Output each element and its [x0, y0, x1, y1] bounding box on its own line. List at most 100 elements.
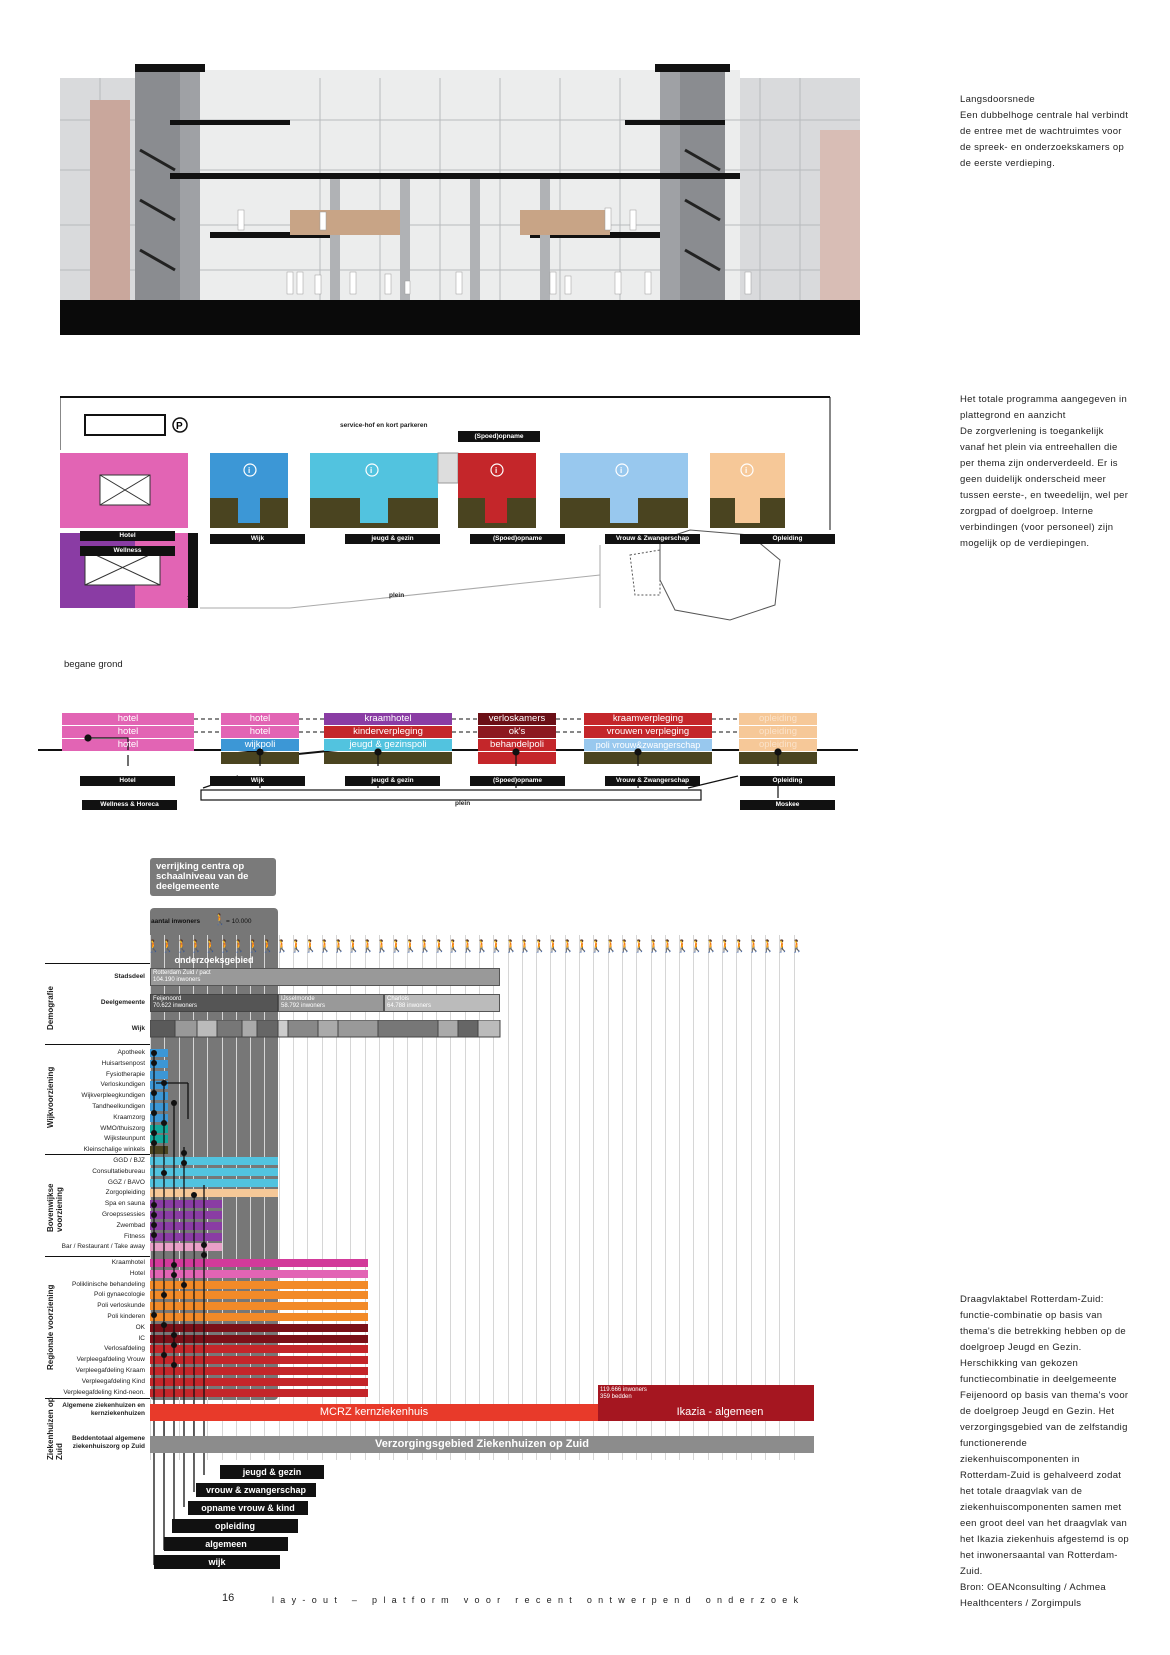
legend-opleiding: opleiding [172, 1519, 298, 1533]
person-icon: 🚶 [331, 939, 347, 953]
regio-row-label: Hotel [129, 1269, 145, 1277]
boven-row-bar [150, 1232, 222, 1241]
deelgemeente-name: Charlois [387, 996, 410, 1002]
grid-line [593, 935, 595, 1460]
grid-line [621, 935, 623, 1460]
person-icon: 🚶 [346, 939, 362, 953]
onderzoeksgebied-label: onderzoeksgebied [174, 955, 254, 965]
boven-row-label: Zorgopleiding [105, 1189, 145, 1197]
ikazia-bar [598, 1385, 814, 1421]
plan-unit-jeugd: jeugd & gezin [345, 534, 440, 544]
wijk-row-bar [150, 1124, 168, 1133]
header-box: verrijking centra op schaalniveau van de… [150, 858, 276, 896]
divider [45, 963, 150, 964]
divider [45, 1398, 150, 1399]
grid-line [493, 935, 495, 1460]
divider [45, 1044, 150, 1045]
grid-line [464, 935, 466, 1460]
person-icon: 🚶 [432, 939, 447, 953]
plan-top-label: service-hof en kort parkeren [340, 422, 428, 429]
grid-line [579, 935, 580, 1460]
grid-line [779, 935, 781, 1460]
demo-row-wijk: Wijk [131, 1025, 145, 1032]
person-icon: 🚶 [746, 939, 762, 953]
section-col4-r3: behandelpoli [490, 739, 544, 750]
person-icon: 🚶 [532, 939, 548, 953]
section-col6-r3: opleiding [758, 739, 798, 750]
wijk-row-bar [150, 1135, 168, 1144]
regio-row-label: Poli gynaecologie [94, 1291, 145, 1299]
info-icon: i [248, 466, 250, 475]
person-icon: 🚶 [703, 939, 719, 953]
person-icon: 🚶 [360, 939, 376, 953]
wijk-row-bar [150, 1146, 168, 1155]
divider [45, 1154, 150, 1155]
deelgemeente-name: IJsselmonde [281, 996, 315, 1002]
caption-plan-body: De zorgverlening is toegankelijk vanaf h… [960, 426, 1129, 549]
regio-row-bar [150, 1269, 368, 1278]
section-drawing [60, 60, 860, 350]
person-icon: 🚶 [632, 939, 648, 953]
person-icon: 🚶 [689, 939, 705, 953]
regio-row-label: Verlosafdeling [104, 1345, 145, 1353]
parking-icon: P [176, 421, 183, 432]
regio-row-label: Verpleegafdeling Kraam [75, 1367, 145, 1374]
person-icon: 🚶 [546, 939, 562, 953]
plan-unit-opleiding: Opleiding [740, 534, 835, 544]
grid-line [350, 935, 352, 1460]
legend-vrouw: vrouw & zwangerschap [196, 1483, 316, 1497]
section-col2-r2: hotel [249, 726, 271, 737]
section-col3-r3: jeugd & gezinspoli [349, 739, 427, 750]
boven-row-label: Consultatiebureau [92, 1167, 145, 1175]
regio-row-label: OK [135, 1323, 145, 1331]
section-col3-r2: kinderverpleging [353, 726, 423, 737]
grid-line [521, 935, 523, 1460]
plan-plein-label: plein [389, 592, 405, 599]
section-label-opleiding: Opleiding [740, 776, 835, 786]
grid-line [436, 935, 437, 1460]
section-label-jeugd: jeugd & gezin [345, 776, 440, 786]
section-col1-r2: hotel [117, 726, 139, 737]
grid-line [478, 935, 480, 1460]
section-label-hotel: Hotel [80, 776, 175, 786]
wijk-row-label: Huisartsenpost [101, 1059, 145, 1067]
person-icon: 🚶 [188, 939, 204, 953]
zieken-row-bedden: Beddentotaal algemene ziekenhuiszorg op … [72, 1435, 145, 1450]
person-icon: 🚶 [575, 939, 590, 953]
grid-line [564, 935, 566, 1460]
boven-row-bar [150, 1221, 222, 1230]
boven-row-bar [150, 1167, 278, 1176]
unit-label: = 10.000 [226, 918, 252, 925]
person-icon: 🚶 [446, 939, 462, 953]
section-label-vrouw: Vrouw & Zwangerschap [605, 776, 700, 786]
person-icon: 🚶 [217, 939, 233, 953]
regio-row-label: Verpleegafdeling Vrouw [76, 1356, 145, 1364]
caption-table-title: Draagvlaktabel Rotterdam-Zuid: [960, 1294, 1104, 1305]
deelgemeente-name: Feijenoord [153, 996, 182, 1002]
section-col1-r3: hotel [117, 739, 139, 750]
grid-line [650, 935, 652, 1460]
section-plein: plein [455, 800, 471, 807]
section-col1-r1: hotel [117, 713, 139, 724]
section-col2-r1: hotel [249, 713, 271, 724]
grid-line [636, 935, 638, 1460]
demo-row-stadsdeel: Stadsdeel [114, 973, 145, 980]
caption-section-title: Langsdoorsnede [960, 94, 1035, 105]
person-icon: 🚶 [403, 939, 419, 953]
wijk-row-label: Kleinschalige winkels [83, 1146, 145, 1154]
deelgemeente-ijsselmonde: IJsselmonde 58.792 inwoners [278, 994, 384, 1012]
boven-row-bar [150, 1178, 278, 1187]
section-label-wijk: Wijk [210, 776, 305, 786]
wijk-strip [150, 1020, 501, 1038]
person-icon: 🚶 [231, 939, 247, 953]
zieken-row-algemeen: Algemene ziekenhuizen en kernziekenhuize… [62, 1402, 145, 1417]
person-icon: 🚶 [289, 939, 304, 953]
demo-row-deelgemeente: Deelgemeente [100, 999, 145, 1006]
ikazia-label: Ikazia - algemeen [676, 1406, 764, 1418]
grid-line [178, 935, 180, 1460]
wijk-row-bar [150, 1059, 168, 1068]
boven-row-bar [150, 1211, 222, 1219]
plan-spoed-top: (Spoed)opname [458, 432, 540, 442]
wijk-row-label: Fysiotherapie [105, 1070, 145, 1078]
caption-table: Draagvlaktabel Rotterdam-Zuid: functie-c… [960, 1292, 1130, 1612]
